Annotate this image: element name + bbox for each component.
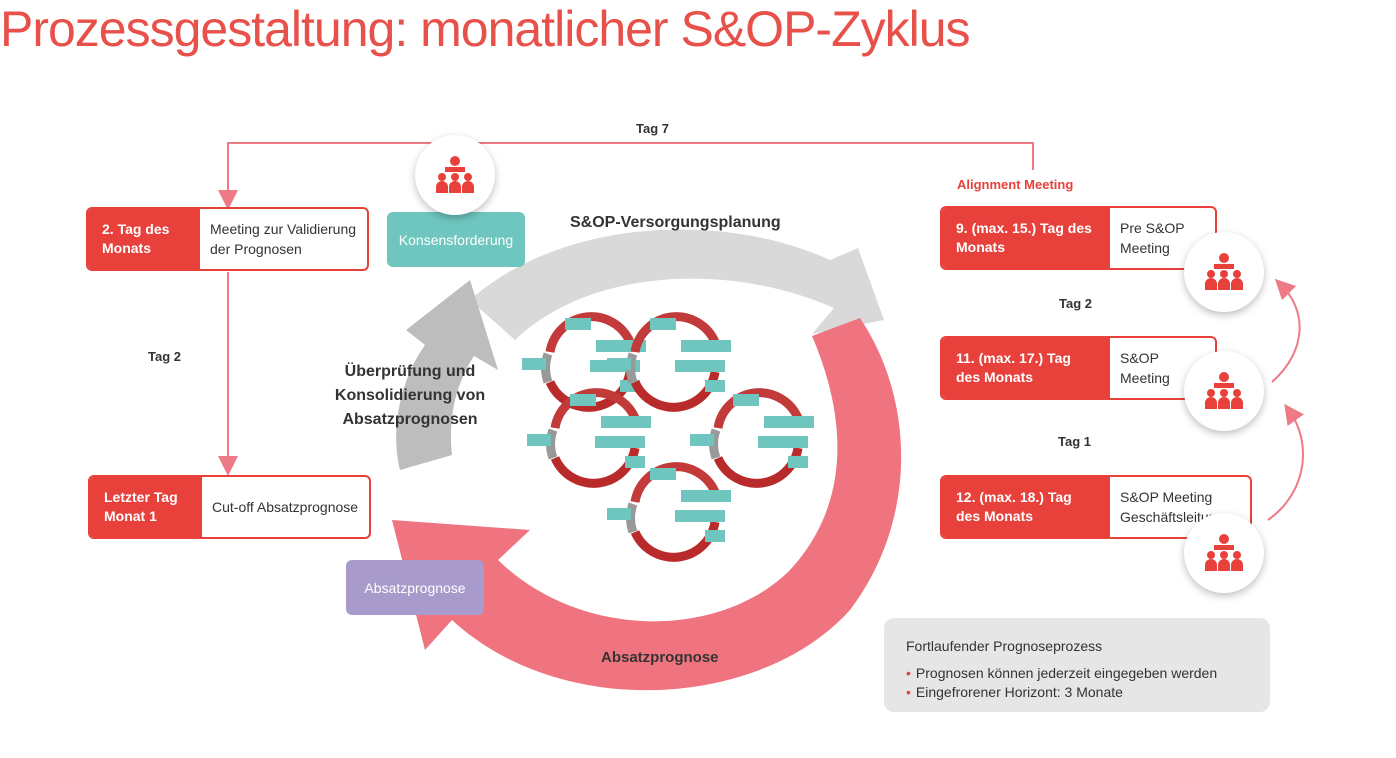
mini-cycle-cluster (522, 312, 850, 590)
sop-management-box: 12. (max. 18.) Tag des Monats S&OP Meeti… (940, 475, 1252, 539)
box-day-label: 9. (max. 15.) Tag des Monats (942, 208, 1110, 268)
tag1-right-label: Tag 1 (1058, 434, 1091, 449)
page-title: Prozessgestaltung: monatlicher S&OP-Zykl… (0, 1, 971, 57)
tag7-connector (218, 142, 1034, 210)
tag2-right-connector (1271, 278, 1301, 383)
planning-arc-label: S&OP-Versorgungsplanung (570, 214, 781, 231)
box-description: Meeting zur Validierung der Prognosen (210, 221, 357, 257)
meeting-icon (1184, 513, 1264, 593)
box-description: Cut-off Absatzprognose (212, 499, 359, 515)
consensus-tag: Konsensforderung (387, 212, 525, 267)
sop-meeting-box: 11. (max. 17.) Tag des Monats S&OP Meeti… (940, 336, 1217, 400)
gray-planning-arc (470, 229, 884, 340)
box-day-label: 12. (max. 18.) Tag des Monats (942, 477, 1110, 537)
gray-review-arc (396, 280, 498, 470)
box-description: Pre S&OP Meeting (1120, 220, 1185, 256)
alignment-meeting-label: Alignment Meeting (957, 177, 1074, 192)
info-bullet: •Eingefrorener Horizont: 3 Monate (906, 684, 1123, 700)
tag2-left-label: Tag 2 (148, 349, 181, 364)
tag2-right-label: Tag 2 (1059, 296, 1092, 311)
forecast-arc-label: Absatzprognose (601, 649, 719, 666)
info-heading: Fortlaufender Prognoseprozess (906, 638, 1103, 654)
pink-forecast-arc (392, 318, 902, 691)
forecast-tag: Absatzprognose (346, 560, 484, 615)
box-day-label: 2. Tag des Monats (88, 209, 200, 269)
info-box: Fortlaufender Prognoseprozess •Prognosen… (884, 618, 1270, 712)
tag7-label: Tag 7 (636, 121, 669, 136)
box-description: S&OP Meeting (1120, 350, 1170, 386)
meeting-icon (1184, 232, 1264, 312)
review-arc-label: Überprüfung und Konsolidierung von Absat… (334, 363, 486, 428)
box-day-label: 11. (max. 17.) Tag des Monats (942, 338, 1110, 398)
info-bullet: •Prognosen können jederzeit eingegeben w… (906, 665, 1218, 681)
tag1-right-connector (1267, 403, 1304, 521)
meeting-icon (415, 135, 495, 215)
pre-sop-box: 9. (max. 15.) Tag des Monats Pre S&OP Me… (940, 206, 1217, 270)
meeting-icon (1184, 351, 1264, 431)
cutoff-box: Letzter Tag Monat 1 Cut-off Absatzprogno… (88, 475, 371, 539)
bullet-icon: • (906, 665, 911, 681)
validation-meeting-box: 2. Tag des Monats Meeting zur Validierun… (86, 207, 369, 271)
bullet-icon: • (906, 684, 911, 700)
box-day-label: Letzter Tag Monat 1 (90, 477, 202, 537)
